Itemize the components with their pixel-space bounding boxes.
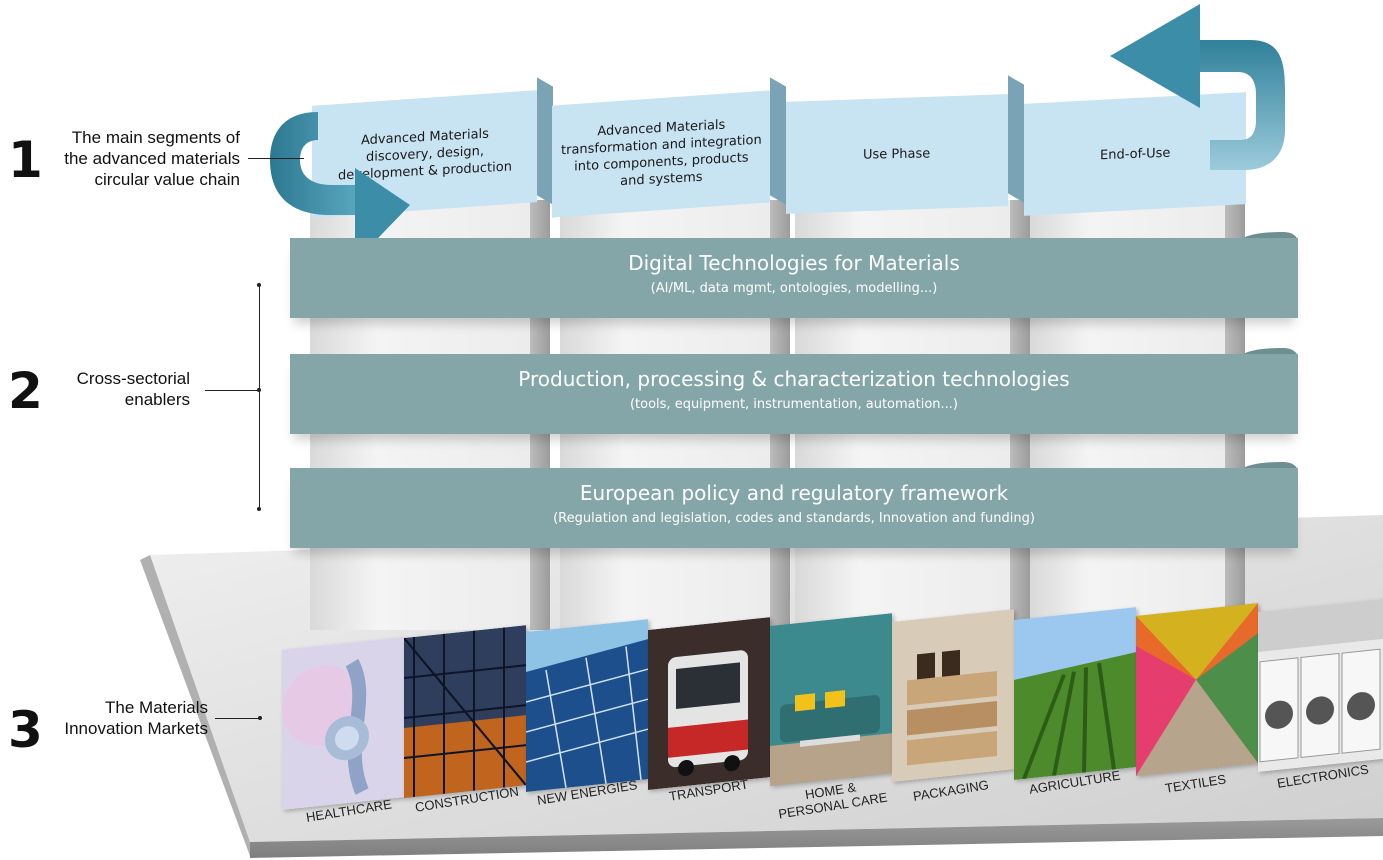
- section-number-2: 2: [8, 362, 43, 420]
- section-2-label: Cross-sectorial enablers: [76, 369, 190, 409]
- bracket-dot: [257, 507, 261, 511]
- section-number-1: 1: [8, 131, 43, 189]
- market-image-healthcare: [282, 637, 404, 810]
- market-image-home-personal-care: [770, 613, 892, 786]
- enabler-policy-framework: European policy and regulatory framework…: [290, 468, 1298, 548]
- bracket-line: [259, 285, 260, 510]
- connector-dot: [258, 716, 262, 720]
- circular-return-arrow: [270, 4, 1285, 262]
- enabler-subtitle: (tools, equipment, instrumentation, auto…: [629, 397, 959, 412]
- connector-line: [215, 718, 260, 719]
- section-number-3: 3: [8, 701, 43, 759]
- market-image-agriculture: [1014, 607, 1136, 780]
- bracket-dot: [257, 283, 261, 287]
- connector-line: [205, 390, 260, 391]
- enabler-subtitle: (Regulation and legislation, codes and s…: [553, 511, 1035, 526]
- enabler-subtitle: (AI/ML, data mgmt, ontologies, modelling…: [650, 281, 938, 296]
- enabler-production-technologies: Production, processing & characterizatio…: [290, 354, 1298, 434]
- enabler-title: European policy and regulatory framework: [579, 481, 1009, 505]
- enabler-title: Production, processing & characterizatio…: [518, 367, 1070, 391]
- enabler-digital-technologies: Digital Technologies for Materials (AI/M…: [290, 238, 1298, 318]
- section-1-label: The main segments of the advanced materi…: [64, 128, 240, 189]
- market-image-textiles: [1136, 603, 1258, 776]
- market-image-packaging: [892, 609, 1014, 782]
- section-3-label: The Materials Innovation Markets: [64, 698, 208, 738]
- market-image-construction: [404, 625, 526, 798]
- market-image-transport: [648, 617, 770, 790]
- bracket-dot: [257, 388, 261, 392]
- market-image-new-energies: [526, 619, 648, 792]
- connector-line: [248, 158, 304, 159]
- enabler-title: Digital Technologies for Materials: [628, 251, 960, 275]
- market-image-electronics: [1258, 598, 1383, 772]
